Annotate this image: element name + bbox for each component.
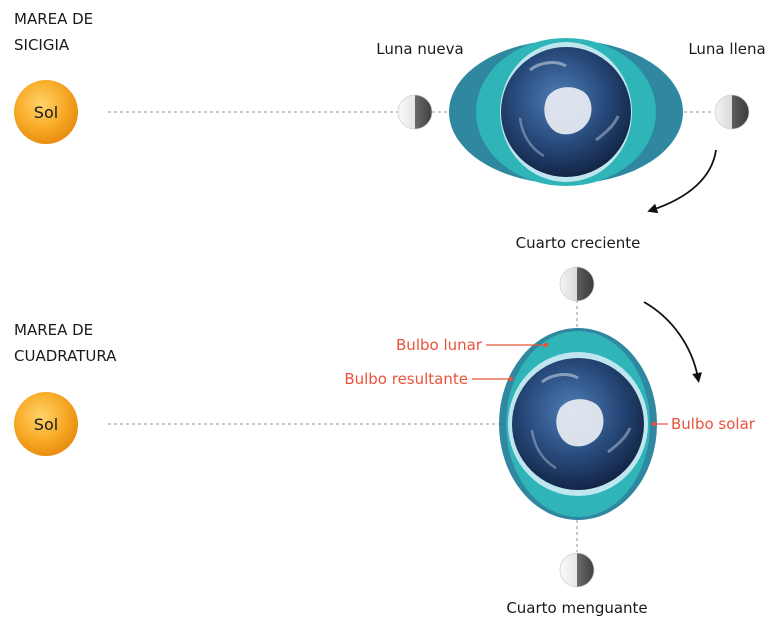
earth-neap [499,328,657,520]
sun-label-neap: Sol [34,415,58,434]
resultant-bulge-pointer-dot [508,376,514,382]
moon-icon [559,266,595,302]
moon-icon [559,552,595,588]
resultant-bulge-label: Bulbo resultante [344,370,468,388]
sun-icon: Sol [14,392,78,456]
curved-arrow-icon [647,149,717,214]
neap-tide-title-line2: CUADRATURA [14,347,117,365]
first-quarter-label: Cuarto creciente [516,234,641,252]
spring-tide-title-line1: MAREA DE [14,10,93,28]
moon-icon [714,94,750,130]
last-quarter-label: Cuarto menguante [506,599,647,617]
lunar-bulge-pointer-dot [543,342,549,348]
neap-tide-section: MAREA DE CUADRATURA Sol [14,266,756,617]
earth-spring [449,38,683,186]
sun-icon: Sol [14,80,78,144]
earth-icon [512,358,644,490]
moon-icon [397,94,433,130]
neap-tide-title-line1: MAREA DE [14,321,93,339]
solar-bulge-label: Bulbo solar [671,415,756,433]
earth-icon [501,47,631,177]
spring-tide-section: MAREA DE SICIGIA Sol Luna nueva [14,10,766,252]
new-moon-label: Luna nueva [376,40,463,58]
solar-bulge-pointer-dot [651,421,657,427]
curved-arrow-icon [643,301,702,383]
sun-label: Sol [34,103,58,122]
spring-tide-title-line2: SICIGIA [14,36,70,54]
lunar-bulge-label: Bulbo lunar [396,336,483,354]
full-moon-label: Luna llena [688,40,765,58]
